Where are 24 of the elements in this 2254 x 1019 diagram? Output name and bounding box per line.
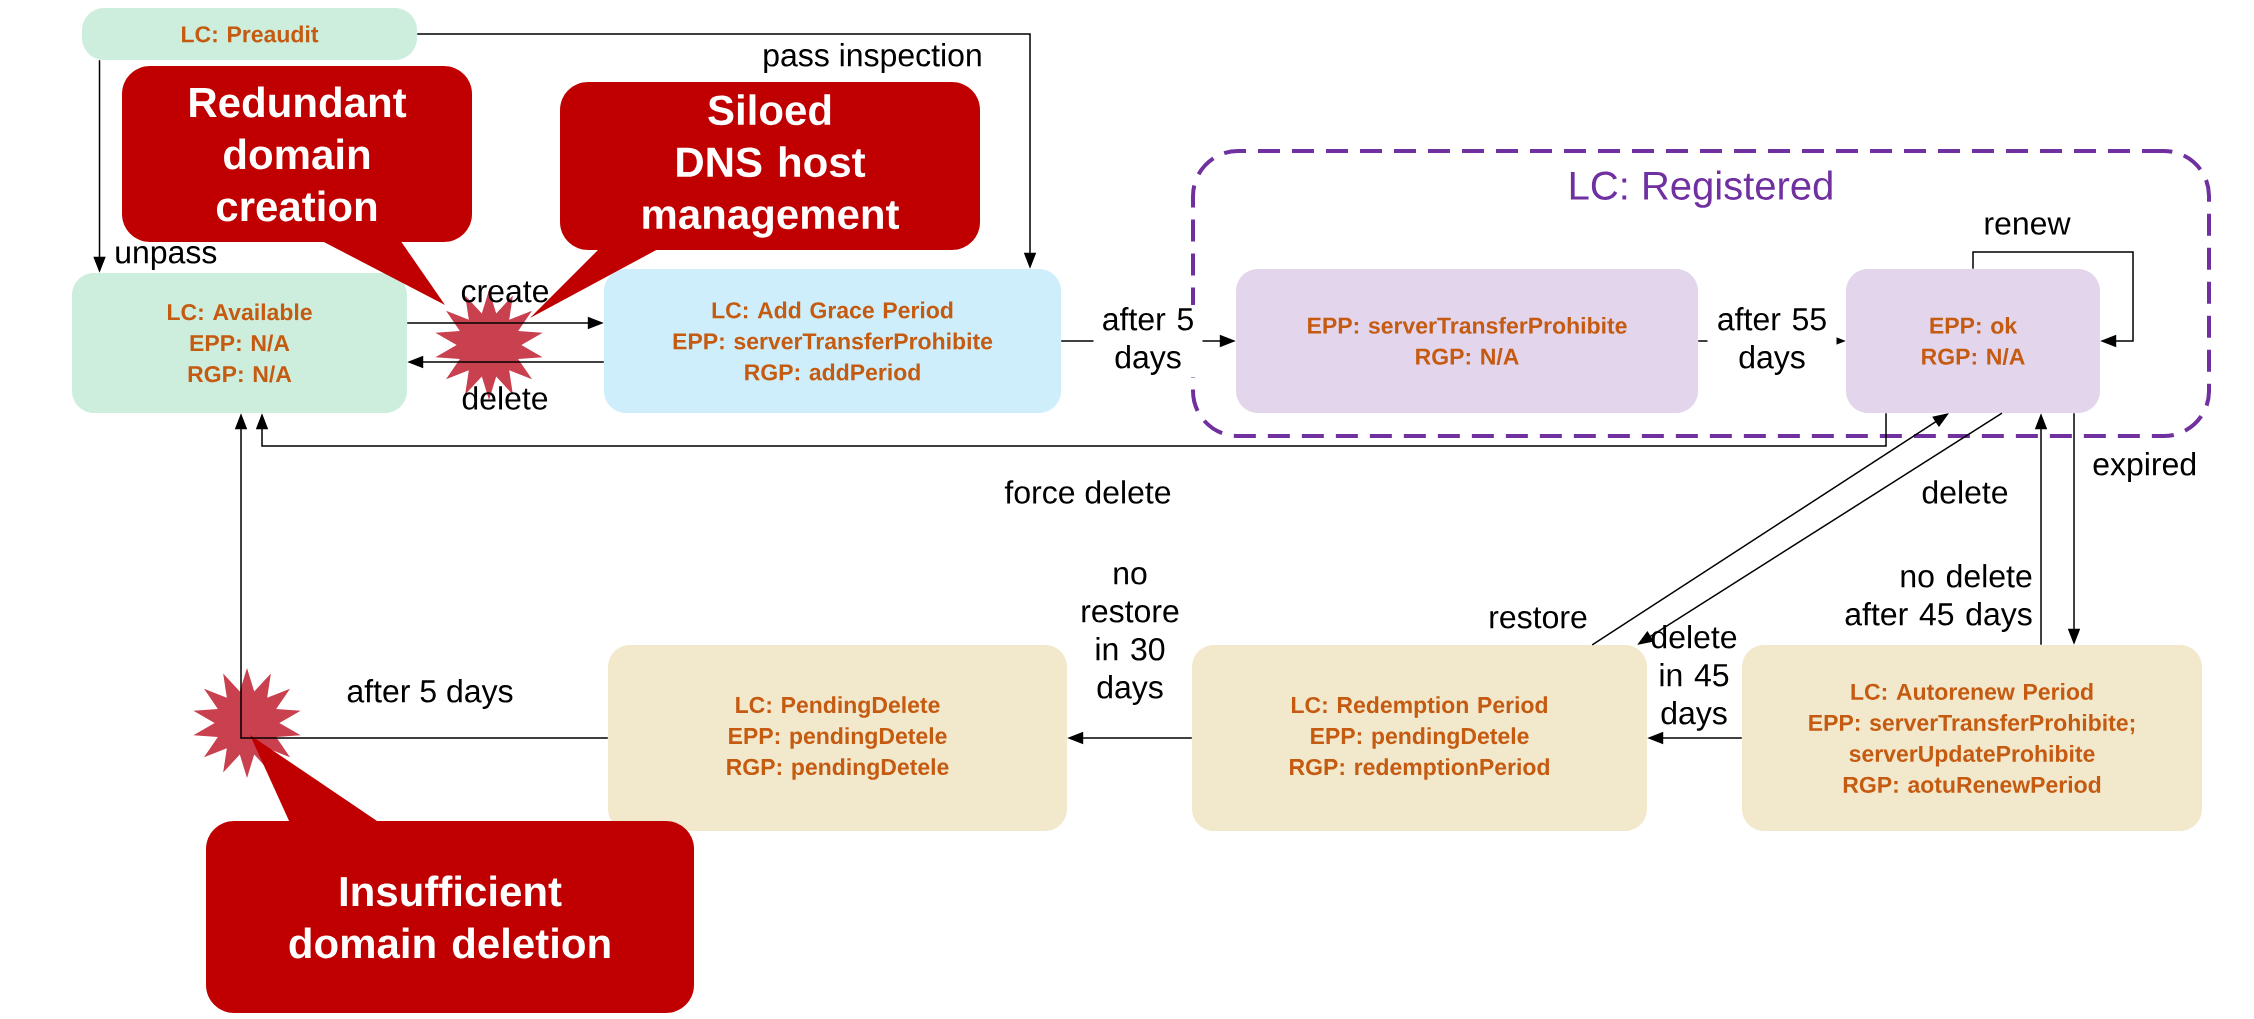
state-box: LC: Redemption Period EPP: pendingDetele RGP: redemptionPeriod — [1192, 645, 1647, 831]
state-box: EPP: serverTransferProhibite RGP: N/A — [1236, 269, 1698, 413]
edge-label: pass inspection — [764, 43, 981, 73]
edge-label: after 5 days — [347, 679, 513, 709]
arrow — [1972, 251, 2134, 348]
edge-label: no restore in 30 days — [1082, 567, 1179, 705]
state-box: EPP: ok RGP: N/A — [1846, 269, 2100, 413]
state-box: LC: Available EPP: N/A RGP: N/A — [72, 273, 407, 413]
state-box: LC: PendingDelete EPP: pendingDetele RGP: pendingDetele — [608, 645, 1067, 831]
state-box: LC: Add Grace Period EPP: serverTransferProhibite RGP: addPeriod — [604, 269, 1061, 413]
edge-label: delete — [462, 386, 548, 410]
edge-label: delete — [1922, 480, 2008, 504]
edge-label: restore — [1490, 607, 1587, 629]
edge-label: renew — [1985, 217, 2071, 235]
edge-label: expired — [2093, 452, 2196, 482]
edge-label: after 5 days — [1093, 305, 1203, 377]
edge-label: no delete after 45 days — [1845, 564, 2032, 632]
state-box: LC: Autorenew Period EPP: serverTransferProhibite; serverUpdateProhibite RGP: aotuRenewPeriod — [1742, 645, 2202, 831]
arrow — [255, 412, 1887, 447]
callout: Insufficient domain deletion — [206, 735, 694, 1013]
edge-label: delete in 45 days — [1651, 625, 1737, 731]
state-box: LC: Preaudit — [82, 8, 417, 60]
edge-label: after 55 days — [1707, 305, 1837, 377]
edge-label: force delete — [1004, 480, 1171, 504]
